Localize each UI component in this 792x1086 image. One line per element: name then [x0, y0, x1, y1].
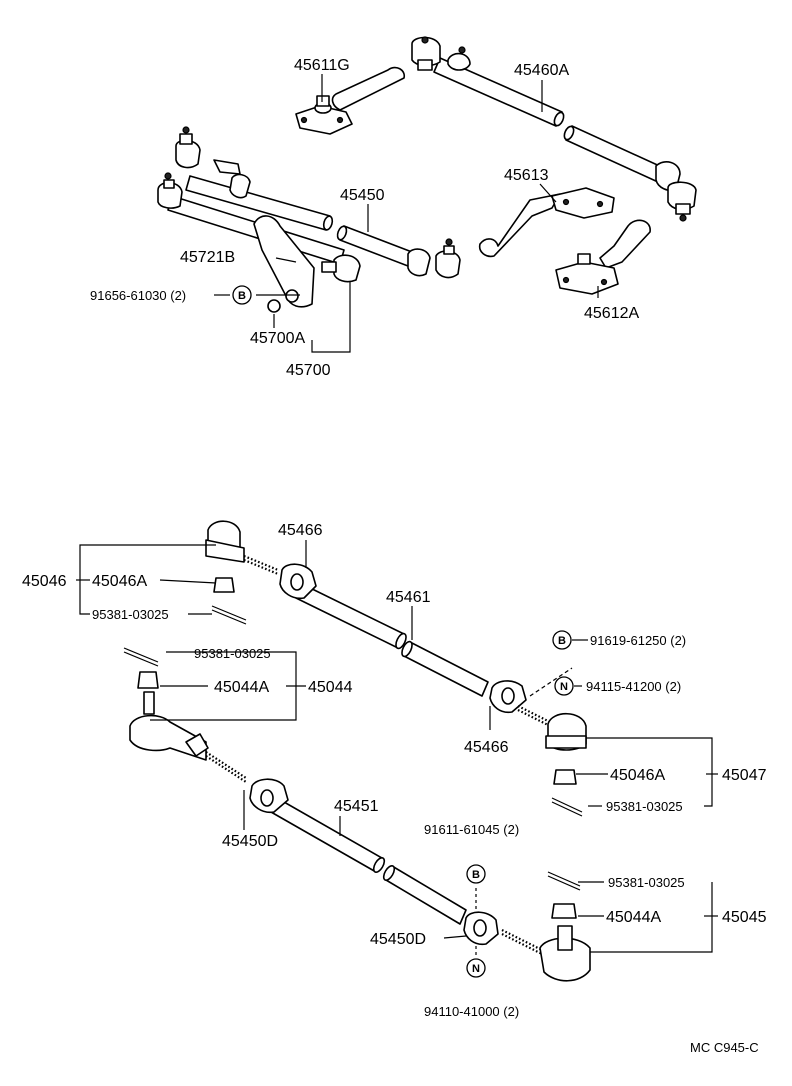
callout-45044A: 45044A	[214, 679, 269, 696]
callout-45450: 45450	[340, 187, 385, 204]
callout-45044: 45044	[308, 679, 353, 696]
idler-arm-45613	[478, 187, 615, 258]
tie-rod-end-45046	[205, 520, 279, 625]
callout-45046: 45046	[22, 573, 67, 590]
tie-rod-45451	[249, 778, 499, 958]
nut-symbol-n: N	[560, 681, 568, 693]
callout-95381-03025-b: 95381-03025	[194, 646, 271, 661]
callout-45451: 45451	[334, 798, 379, 815]
tie-rod-45461	[279, 563, 573, 714]
callout-45450D-right: 45450D	[370, 931, 426, 948]
callout-45466-bottom: 45466	[464, 739, 509, 756]
callout-45461: 45461	[386, 589, 431, 606]
callout-91656-61030: 91656-61030 (2)	[90, 288, 186, 303]
tie-rod-end-45044	[123, 647, 247, 783]
nut-symbol-n: N	[472, 963, 480, 975]
tie-rod-end-45047	[517, 705, 587, 817]
upper-assembly	[157, 36, 697, 353]
bracket-45721B	[253, 215, 361, 313]
lower-assembly: B B N B N	[76, 285, 718, 982]
callout-45047: 45047	[722, 767, 767, 784]
callout-45044A-right: 45044A	[606, 909, 661, 926]
arm-45612A	[555, 219, 651, 295]
bolt-symbol-b: B	[558, 635, 566, 647]
callout-45700A: 45700A	[250, 330, 305, 347]
leaders-lower	[76, 540, 718, 953]
callout-95381-03025-c: 95381-03025	[606, 799, 683, 814]
callout-45460A: 45460A	[514, 62, 569, 79]
leaders-upper	[214, 74, 599, 353]
tie-rod-45450	[157, 126, 461, 279]
idler-arm-45611G	[295, 66, 406, 135]
callout-45046A-right: 45046A	[610, 767, 665, 784]
callout-45612A: 45612A	[584, 305, 639, 322]
tie-rod-end-45045	[501, 871, 591, 982]
symbol-circles: B B N B N	[232, 285, 574, 978]
callout-95381-03025-d: 95381-03025	[608, 875, 685, 890]
callout-94115-41200: 94115-41200 (2)	[586, 679, 681, 694]
callout-45613: 45613	[504, 167, 549, 184]
callout-45700: 45700	[286, 362, 331, 379]
callout-91619-61250: 91619-61250 (2)	[590, 633, 686, 648]
callout-45611G: 45611G	[294, 57, 350, 74]
callout-45450D-left: 45450D	[222, 833, 278, 850]
callout-45721B: 45721B	[180, 249, 235, 266]
callout-91611-61045: 91611-61045 (2)	[424, 822, 519, 837]
callout-45045: 45045	[722, 909, 767, 926]
callout-94110-41000: 94110-41000 (2)	[424, 1004, 519, 1019]
bolt-symbol-b: B	[472, 869, 480, 881]
figure-code: MC C945-C	[690, 1040, 759, 1055]
callout-labels: 45611G 45460A 45450 45613 45721B 91656-6…	[22, 57, 767, 1019]
callout-95381-03025-a: 95381-03025	[92, 607, 169, 622]
relay-rod-45460A	[411, 36, 697, 222]
callout-45466-top: 45466	[278, 522, 323, 539]
callout-45046A-left: 45046A	[92, 573, 147, 590]
bolt-symbol-b: B	[238, 290, 246, 302]
